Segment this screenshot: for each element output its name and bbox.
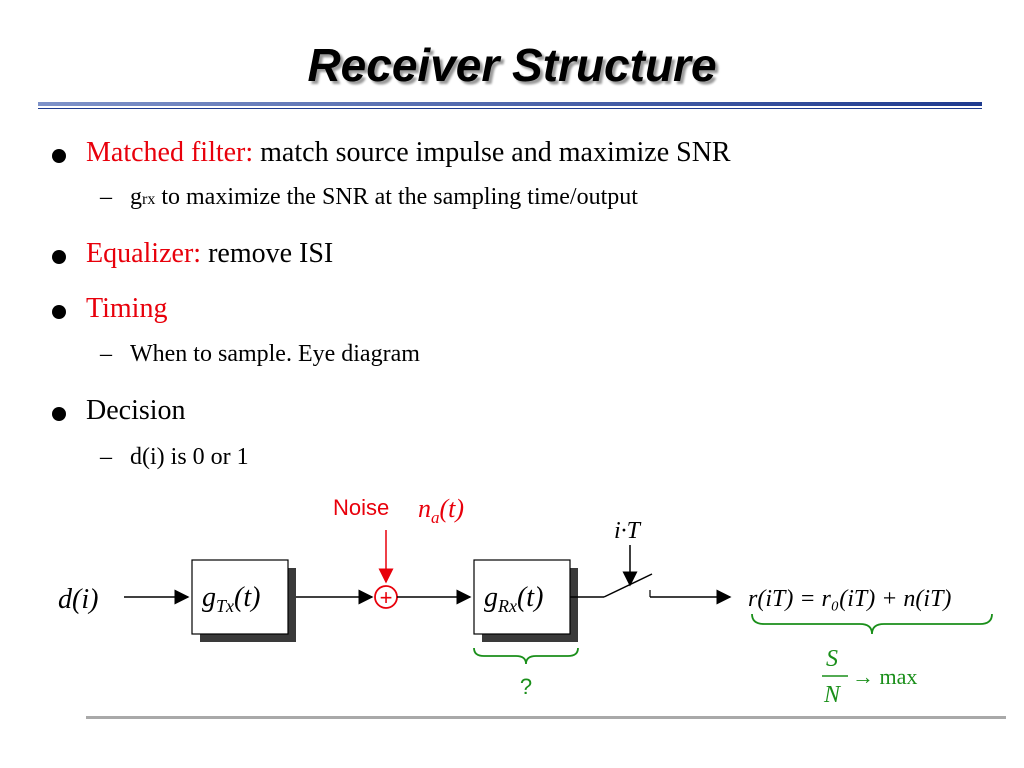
bullet-dot (52, 250, 66, 264)
rx-filter-block (473, 559, 571, 635)
title-rule-thin (38, 108, 982, 109)
rx-brace (473, 647, 579, 665)
sub-bullet-dash: – (100, 444, 112, 470)
title-rule (38, 102, 982, 106)
sample-time-label: i·T (614, 518, 642, 544)
sampler-switch (603, 573, 653, 598)
bullet-equalizer: Equalizer: remove ISI (86, 238, 334, 269)
noise-label: Noise (333, 495, 389, 520)
sub-bullet-dash: – (100, 184, 112, 210)
noise-symbol: na(t) (418, 494, 464, 527)
input-label: d(i) (58, 584, 98, 615)
slide-title: Receiver Structure (307, 39, 717, 91)
bullet-dot (52, 407, 66, 421)
sub-bullet-dash: – (100, 341, 112, 367)
bullet-dot (52, 149, 66, 163)
tx-filter-block (191, 559, 289, 635)
bullet-dot (52, 305, 66, 319)
footer-rule (86, 716, 1006, 719)
sum-symbol: + (380, 585, 393, 610)
question-mark: ? (520, 674, 532, 699)
sub-bullet-decision: d(i) is 0 or 1 (130, 444, 249, 470)
sub-bullet-grx: grx to maximize the SNR at the sampling … (130, 184, 638, 210)
snr-max: → max (852, 664, 917, 689)
snr-denominator: N (823, 682, 842, 708)
bullet-timing: Timing (86, 293, 168, 324)
rx-filter-label: gRx(t) (484, 582, 543, 616)
bullet-matched-filter: Matched filter: match source impulse and… (86, 137, 731, 168)
snr-numerator: S (826, 646, 838, 672)
tx-filter-label: gTx(t) (202, 582, 260, 616)
sub-bullet-timing: When to sample. Eye diagram (130, 341, 420, 367)
bullet-decision: Decision (86, 395, 186, 426)
output-brace (751, 613, 993, 635)
output-equation: r(iT) = r₀(iT) + n(iT) (748, 586, 951, 612)
